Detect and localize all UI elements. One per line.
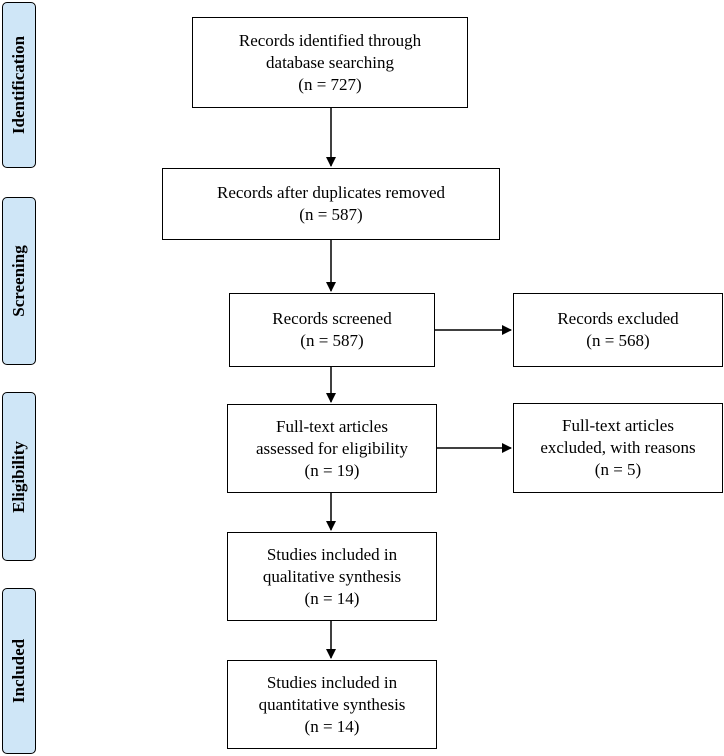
box-full-text-excluded-line1: Full-text articles — [562, 416, 674, 435]
box-after-duplicates: Records after duplicates removed (n = 58… — [162, 168, 500, 240]
box-records-excluded-count: (n = 568) — [586, 331, 650, 350]
phase-screening: Screening — [2, 197, 36, 365]
box-qualitative-synthesis-line2: qualitative synthesis — [262, 566, 402, 586]
box-quantitative-synthesis-line1: Studies included in — [266, 672, 398, 692]
box-qualitative-synthesis-line1: Studies included in — [266, 544, 398, 564]
box-quantitative-synthesis: Studies included in quantitative synthes… — [227, 660, 437, 749]
box-full-text-excluded-line2: excluded, with reasons — [540, 438, 696, 457]
box-full-text-excluded-count: (n = 5) — [594, 460, 642, 479]
box-quantitative-synthesis-line2: quantitative synthesis — [258, 694, 406, 714]
box-records-identified-line2: database searching — [266, 52, 394, 72]
box-quantitative-synthesis-count: (n = 14) — [304, 716, 360, 736]
box-records-screened-count: (n = 587) — [300, 331, 364, 350]
phase-eligibility: Eligibility — [2, 392, 36, 561]
box-full-text-assessed: Full-text articles assessed for eligibil… — [227, 404, 437, 493]
box-after-duplicates-line1: Records after duplicates removed — [217, 183, 445, 202]
box-full-text-assessed-line1: Full-text articles — [276, 416, 388, 436]
box-records-identified: Records identified through database sear… — [192, 17, 468, 108]
box-qualitative-synthesis: Studies included in qualitative synthesi… — [227, 532, 437, 621]
box-qualitative-synthesis-count: (n = 14) — [304, 588, 360, 608]
box-records-screened-line1: Records screened — [272, 309, 392, 328]
box-full-text-excluded: Full-text articles excluded, with reason… — [513, 403, 723, 493]
phase-included: Included — [2, 588, 36, 754]
box-records-excluded: Records excluded (n = 568) — [513, 293, 723, 367]
box-after-duplicates-count: (n = 587) — [299, 205, 363, 224]
box-records-screened: Records screened (n = 587) — [229, 293, 435, 367]
box-records-identified-count: (n = 727) — [298, 74, 362, 94]
box-full-text-assessed-count: (n = 19) — [304, 460, 360, 480]
phase-identification: Identification — [2, 2, 36, 168]
box-full-text-assessed-line2: assessed for eligibility — [255, 438, 409, 458]
box-records-excluded-line1: Records excluded — [557, 309, 679, 328]
box-records-identified-line1: Records identified through — [238, 30, 422, 50]
